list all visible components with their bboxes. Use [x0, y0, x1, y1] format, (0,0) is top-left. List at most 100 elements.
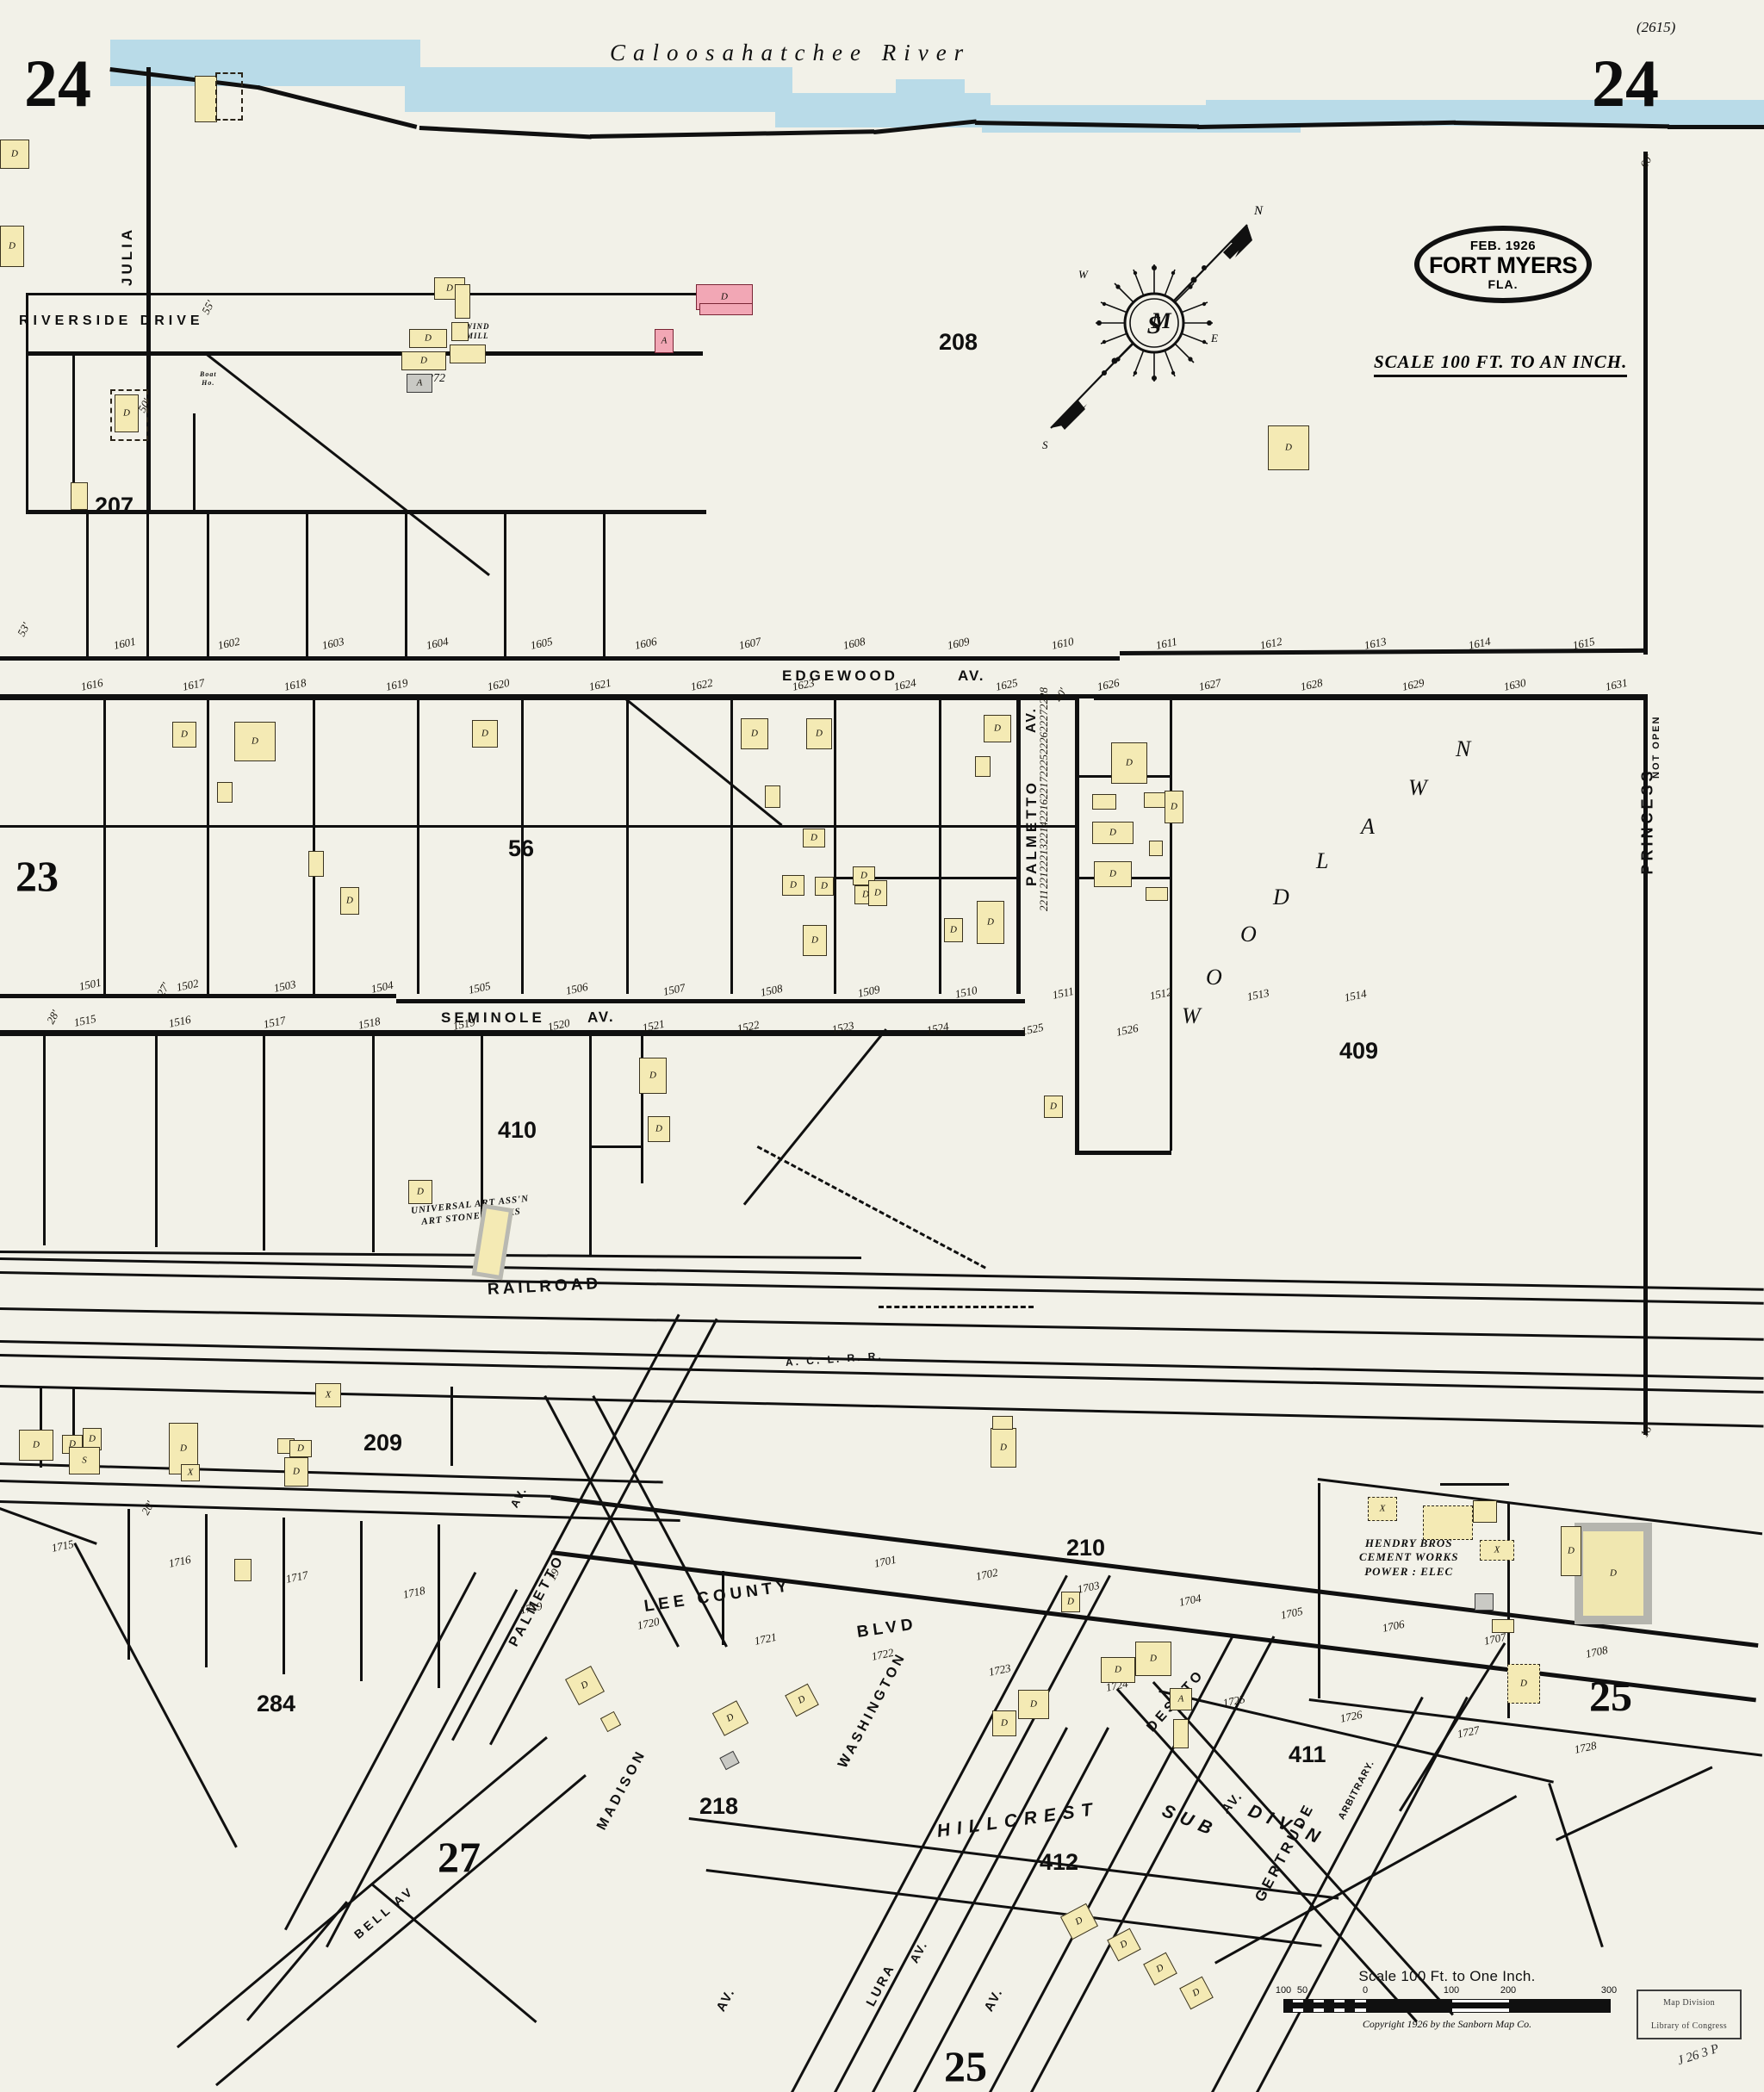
subdivision-label: HILLCREST	[935, 1798, 1101, 1841]
scale-bar-graphic	[1283, 1999, 1611, 2013]
block-number: 208	[939, 329, 978, 355]
building-dwelling	[455, 284, 470, 319]
house-number: 1716	[167, 1552, 192, 1570]
building-dwelling	[234, 1559, 252, 1581]
building-code-letter: D	[1190, 1986, 1202, 1999]
house-number: 1622	[689, 675, 714, 693]
building-dwelling: D	[984, 715, 1011, 742]
shoreline	[419, 126, 592, 140]
house-number: 1605	[529, 634, 554, 652]
building-code-letter: X	[325, 1389, 332, 1400]
sheet-number-right: 24	[1592, 46, 1659, 121]
river-water-band	[110, 40, 420, 86]
woodlawn-letter: A	[1361, 814, 1375, 839]
building-auto-garage	[1146, 887, 1168, 901]
lot-line	[589, 1145, 643, 1148]
building-cement-works-shed: X	[1368, 1497, 1397, 1521]
building-code-letter: D	[1073, 1915, 1085, 1927]
building-warehouse: D	[1575, 1523, 1652, 1624]
building-dwelling: D	[785, 1683, 819, 1717]
building-dwelling: D	[1061, 1592, 1080, 1612]
street-line-madison-diag	[326, 1589, 519, 1948]
loc-stamp-line2: Library of Congress	[1650, 2021, 1728, 2031]
street-label: AV.	[507, 1484, 530, 1511]
lot-line	[193, 413, 196, 510]
block-number: 56	[508, 835, 535, 861]
house-number: 1606	[633, 634, 658, 652]
block-number: 209	[363, 1430, 403, 1456]
building-auto-garage	[1092, 794, 1116, 810]
woodlawn-letter: N	[1456, 736, 1471, 761]
house-number: 1503	[272, 977, 297, 995]
house-number: 1701	[873, 1552, 898, 1570]
house-number: 1629	[1401, 675, 1425, 693]
building-cement-works-shed: X	[1480, 1540, 1514, 1561]
block-line	[1440, 1483, 1509, 1486]
building-code-letter: X	[1494, 1544, 1500, 1555]
building-cement-works-main	[1423, 1505, 1473, 1540]
street-line-washington-diag	[791, 1574, 1068, 2092]
building-dwelling: D	[115, 394, 139, 432]
street-line-palmetto-diag	[451, 1313, 680, 1741]
building-dwelling: D	[340, 887, 359, 915]
loc-stamp-line1: Map Division	[1662, 1998, 1716, 2008]
lot-line	[504, 510, 506, 656]
building-code-letter: D	[293, 1466, 300, 1477]
building-auto-garage	[1492, 1619, 1514, 1633]
building-dwelling: D	[803, 829, 825, 847]
river-label: Caloosahatchee River	[610, 40, 972, 65]
building-code-letter: D	[796, 1693, 808, 1706]
house-number: 1607	[737, 634, 762, 652]
house-number: 2227	[1037, 710, 1050, 732]
dashed-alley-line	[879, 1306, 1034, 1308]
sheet-reference-number: (2615)	[1637, 19, 1676, 35]
house-number: 1620	[486, 675, 511, 693]
sheet-edge-line	[1643, 152, 1648, 655]
building-dwelling: D	[0, 226, 24, 267]
house-number: 1513	[1245, 985, 1270, 1003]
building-dwelling	[975, 756, 991, 777]
lot-line	[263, 1030, 265, 1251]
building-dwelling: D	[565, 1666, 605, 1705]
building-code-letter: X	[187, 1467, 194, 1478]
street-label: NOT OPEN	[1651, 715, 1662, 779]
building-dwelling: D	[434, 277, 465, 300]
building-code-letter: D	[123, 407, 130, 419]
house-number: 1505	[467, 978, 492, 996]
house-number: 2213	[1037, 844, 1050, 866]
lot-line	[834, 694, 836, 994]
building-code-letter: D	[1030, 1698, 1037, 1710]
building-code-letter: D	[862, 889, 869, 900]
house-number: 1718	[401, 1583, 426, 1601]
lot-line	[405, 510, 407, 656]
building-dwelling: D	[1507, 1664, 1540, 1704]
sheet-frame-line	[146, 67, 151, 293]
building-cement-works-office	[1473, 1500, 1497, 1523]
building-dwelling: D	[1018, 1690, 1049, 1719]
shoreline	[257, 85, 418, 129]
building-code-letter: D	[425, 332, 432, 344]
block-line	[26, 510, 706, 514]
street-label: AV.	[981, 1985, 1006, 2014]
copyright-notice: Copyright 1926 by the Sanborn Map Co.	[1362, 2018, 1532, 2030]
street-line-bell-av	[215, 1774, 587, 2087]
street-label: WASHINGTON	[835, 1649, 910, 1771]
lot-line	[481, 1030, 483, 1254]
house-number: 1506	[564, 979, 589, 997]
street-line-edgewood-north	[0, 656, 1120, 661]
cartouche-city: FORT MYERS	[1428, 251, 1578, 278]
block-number: 411	[1289, 1741, 1326, 1767]
building-code-letter: D	[751, 728, 758, 739]
house-number: 1608	[842, 634, 866, 652]
compass-south-label: S	[1042, 438, 1048, 451]
house-number: 1705	[1279, 1604, 1304, 1622]
street-label: LEE COUNTY	[643, 1577, 793, 1616]
building-auto-garage: A	[1170, 1688, 1192, 1710]
building-dwelling	[308, 851, 324, 877]
railroad-line	[0, 1271, 1764, 1305]
house-number: 1603	[320, 634, 345, 652]
house-number: 1502	[175, 976, 200, 994]
woodlawn-letter: O	[1240, 922, 1257, 947]
house-number: 1508	[759, 981, 784, 999]
